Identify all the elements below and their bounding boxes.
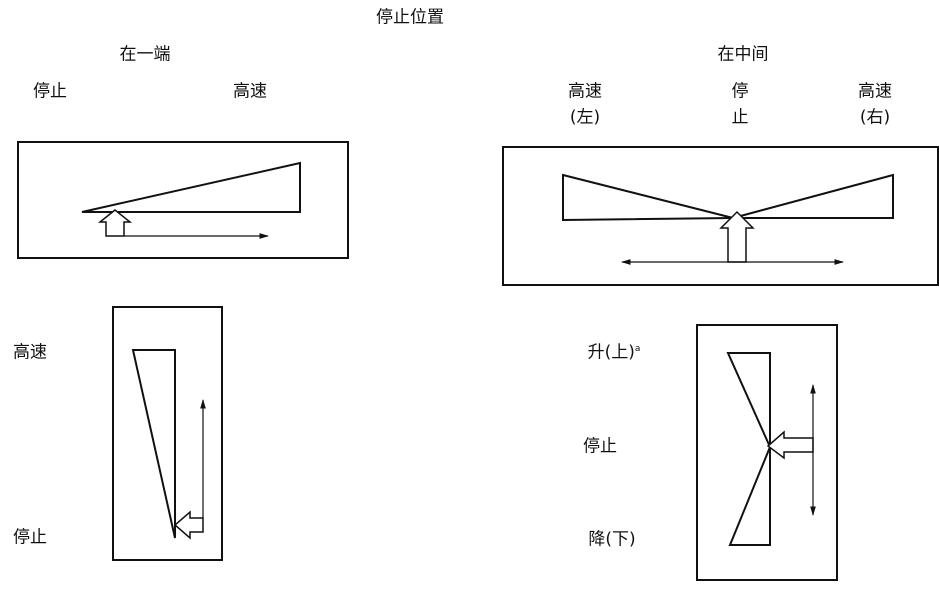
box-center-vertical xyxy=(696,324,838,581)
down-label: 降(下) xyxy=(588,529,636,550)
high-right-label: 高速 xyxy=(858,81,892,102)
wedge-bottom xyxy=(728,446,771,546)
up-label: 升(上)a xyxy=(587,342,641,363)
right-heading: 在中间 xyxy=(717,44,769,65)
hollow-arrow-left xyxy=(173,510,204,540)
hollow-arrow-up xyxy=(719,210,755,263)
wedge-left xyxy=(562,173,734,222)
hollow-arrow-up xyxy=(97,209,133,237)
left-heading: 在一端 xyxy=(119,44,171,65)
h-high-label: 高速 xyxy=(233,81,267,102)
h-stop-label: 停止 xyxy=(33,81,67,102)
mid-stop-label: 停止 xyxy=(583,436,617,457)
box-center-horizontal xyxy=(502,146,939,286)
high-left-label: 高速 xyxy=(568,81,602,102)
up-label-text: 升(上) xyxy=(587,342,635,363)
box-end-vertical xyxy=(112,306,223,561)
wedge-top xyxy=(726,352,771,448)
wedge-end-vertical xyxy=(131,349,176,539)
hollow-arrow-left xyxy=(766,430,814,460)
diagram-title: 停止位置 xyxy=(376,7,444,28)
high-left-sub: (左) xyxy=(569,107,601,128)
center-stop-1: 停 xyxy=(731,81,749,102)
wedge-right xyxy=(732,173,894,219)
wedge-end-horizontal xyxy=(81,161,301,213)
v-stop-label: 停止 xyxy=(13,527,47,548)
center-stop-2: 止 xyxy=(731,107,749,128)
box-end-horizontal xyxy=(17,141,349,259)
high-right-sub: (右) xyxy=(859,107,891,128)
up-footnote: a xyxy=(634,343,641,354)
v-high-label: 高速 xyxy=(13,342,47,363)
